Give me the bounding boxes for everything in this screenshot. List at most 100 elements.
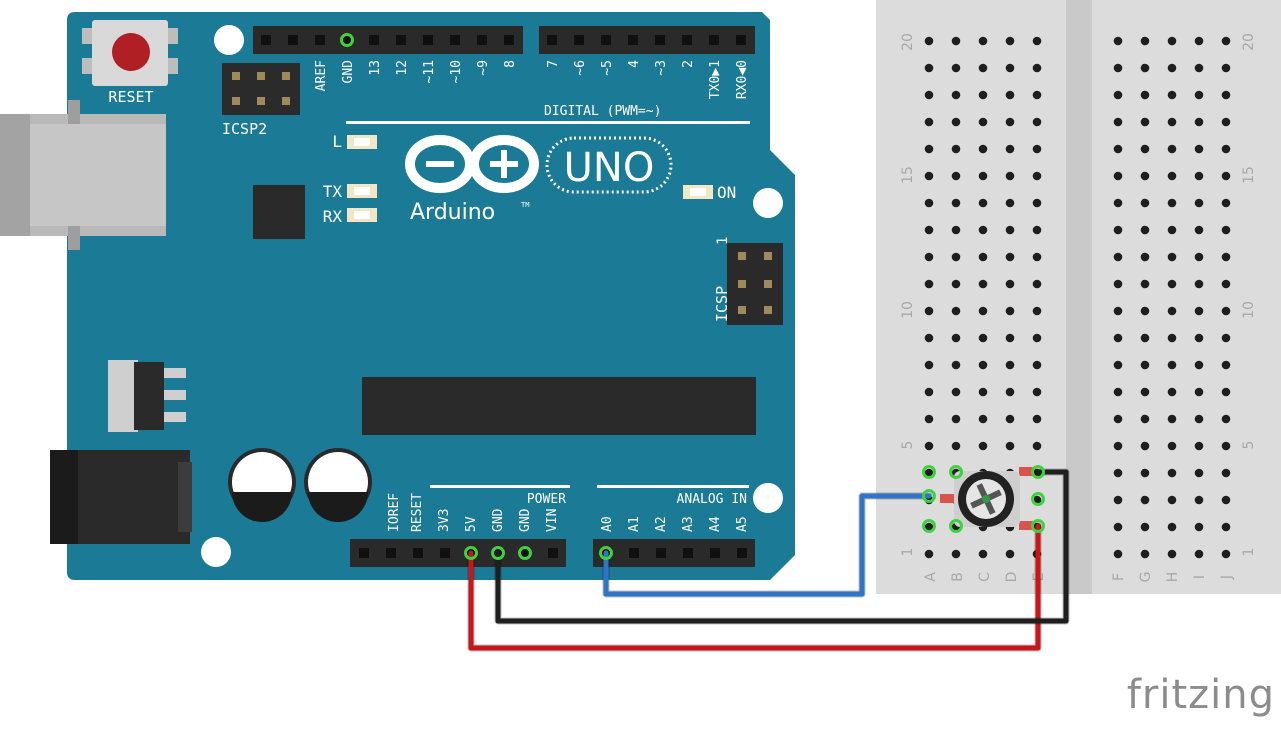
- breadboard-hole[interactable]: [1113, 36, 1123, 46]
- breadboard-hole[interactable]: [1032, 252, 1042, 262]
- breadboard-hole[interactable]: [924, 225, 934, 235]
- breadboard-hole[interactable]: [951, 360, 961, 370]
- breadboard-hole[interactable]: [1167, 522, 1177, 532]
- breadboard-hole[interactable]: [1113, 171, 1123, 181]
- breadboard-hole[interactable]: [1113, 333, 1123, 343]
- breadboard-hole[interactable]: [1140, 198, 1150, 208]
- breadboard-hole[interactable]: [1005, 360, 1015, 370]
- header-pin[interactable]: [477, 35, 487, 45]
- breadboard-hole[interactable]: [924, 414, 934, 424]
- breadboard-hole[interactable]: [1194, 36, 1204, 46]
- breadboard-hole[interactable]: [1113, 279, 1123, 289]
- breadboard-hole[interactable]: [924, 549, 934, 559]
- breadboard-hole[interactable]: [1221, 171, 1231, 181]
- breadboard-hole[interactable]: [951, 306, 961, 316]
- breadboard-hole[interactable]: [1140, 144, 1150, 154]
- breadboard-hole[interactable]: [1113, 198, 1123, 208]
- breadboard-hole[interactable]: [978, 279, 988, 289]
- breadboard-hole[interactable]: [951, 117, 961, 127]
- breadboard-hole[interactable]: [1032, 63, 1042, 73]
- header-pin[interactable]: [709, 35, 719, 45]
- breadboard-hole[interactable]: [1140, 414, 1150, 424]
- breadboard-hole[interactable]: [924, 360, 934, 370]
- header-pin[interactable]: [342, 35, 352, 45]
- breadboard-hole[interactable]: [1032, 198, 1042, 208]
- breadboard-hole[interactable]: [1221, 90, 1231, 100]
- breadboard-hole[interactable]: [1221, 36, 1231, 46]
- breadboard-hole[interactable]: [1113, 522, 1123, 532]
- breadboard-hole[interactable]: [1032, 225, 1042, 235]
- breadboard-hole[interactable]: [1194, 441, 1204, 451]
- header-pin[interactable]: [736, 35, 746, 45]
- breadboard-hole[interactable]: [924, 144, 934, 154]
- breadboard-hole[interactable]: [951, 279, 961, 289]
- breadboard-hole[interactable]: [1194, 144, 1204, 154]
- breadboard-hole[interactable]: [1113, 495, 1123, 505]
- breadboard-hole[interactable]: [1194, 495, 1204, 505]
- breadboard-hole[interactable]: [1221, 252, 1231, 262]
- breadboard-hole[interactable]: [1194, 468, 1204, 478]
- breadboard-hole[interactable]: [1194, 522, 1204, 532]
- breadboard-hole[interactable]: [924, 36, 934, 46]
- header-pin[interactable]: [423, 35, 433, 45]
- breadboard-hole[interactable]: [978, 63, 988, 73]
- breadboard-hole[interactable]: [1113, 90, 1123, 100]
- breadboard-hole[interactable]: [951, 90, 961, 100]
- breadboard-hole[interactable]: [1032, 333, 1042, 343]
- breadboard-hole[interactable]: [978, 171, 988, 181]
- breadboard-hole[interactable]: [1005, 225, 1015, 235]
- breadboard-hole[interactable]: [1221, 306, 1231, 316]
- breadboard-hole[interactable]: [1005, 117, 1015, 127]
- breadboard-hole[interactable]: [978, 333, 988, 343]
- breadboard-hole[interactable]: [924, 252, 934, 262]
- breadboard-hole[interactable]: [1113, 117, 1123, 127]
- wire-gnd[interactable]: [495, 469, 1069, 624]
- breadboard-hole[interactable]: [978, 198, 988, 208]
- breadboard-hole[interactable]: [1032, 387, 1042, 397]
- breadboard-hole[interactable]: [1140, 441, 1150, 451]
- breadboard-hole[interactable]: [1140, 90, 1150, 100]
- breadboard-hole[interactable]: [978, 414, 988, 424]
- header-pin[interactable]: [710, 548, 720, 558]
- breadboard-hole[interactable]: [1005, 441, 1015, 451]
- breadboard-hole[interactable]: [1140, 225, 1150, 235]
- breadboard-hole[interactable]: [1221, 495, 1231, 505]
- breadboard-hole[interactable]: [1032, 360, 1042, 370]
- breadboard-hole[interactable]: [1032, 117, 1042, 127]
- header-pin[interactable]: [737, 548, 747, 558]
- header-pin[interactable]: [628, 35, 638, 45]
- breadboard-hole[interactable]: [1194, 117, 1204, 127]
- breadboard-hole[interactable]: [951, 441, 961, 451]
- breadboard-hole[interactable]: [1005, 549, 1015, 559]
- breadboard-hole[interactable]: [924, 90, 934, 100]
- breadboard-hole[interactable]: [1032, 36, 1042, 46]
- breadboard-hole[interactable]: [1005, 333, 1015, 343]
- breadboard-hole[interactable]: [1194, 414, 1204, 424]
- breadboard-hole[interactable]: [1140, 279, 1150, 289]
- breadboard-hole[interactable]: [978, 360, 988, 370]
- breadboard-hole[interactable]: [1140, 63, 1150, 73]
- breadboard-hole[interactable]: [1113, 414, 1123, 424]
- breadboard-hole[interactable]: [1140, 36, 1150, 46]
- breadboard-hole[interactable]: [1167, 252, 1177, 262]
- breadboard-hole[interactable]: [1221, 441, 1231, 451]
- header-pin[interactable]: [396, 35, 406, 45]
- breadboard-hole[interactable]: [1005, 387, 1015, 397]
- breadboard-hole[interactable]: [1140, 171, 1150, 181]
- breadboard-hole[interactable]: [978, 306, 988, 316]
- breadboard-hole[interactable]: [1032, 441, 1042, 451]
- breadboard-hole[interactable]: [1167, 495, 1177, 505]
- breadboard-hole[interactable]: [1113, 468, 1123, 478]
- breadboard-hole[interactable]: [978, 36, 988, 46]
- breadboard-hole[interactable]: [924, 522, 934, 532]
- breadboard-hole[interactable]: [924, 387, 934, 397]
- breadboard-hole[interactable]: [1140, 549, 1150, 559]
- header-pin[interactable]: [315, 35, 325, 45]
- breadboard-hole[interactable]: [1005, 198, 1015, 208]
- breadboard-hole[interactable]: [1194, 63, 1204, 73]
- breadboard-hole[interactable]: [1167, 468, 1177, 478]
- breadboard-hole[interactable]: [1221, 63, 1231, 73]
- breadboard-hole[interactable]: [951, 144, 961, 154]
- breadboard-hole[interactable]: [1167, 279, 1177, 289]
- breadboard-hole[interactable]: [924, 63, 934, 73]
